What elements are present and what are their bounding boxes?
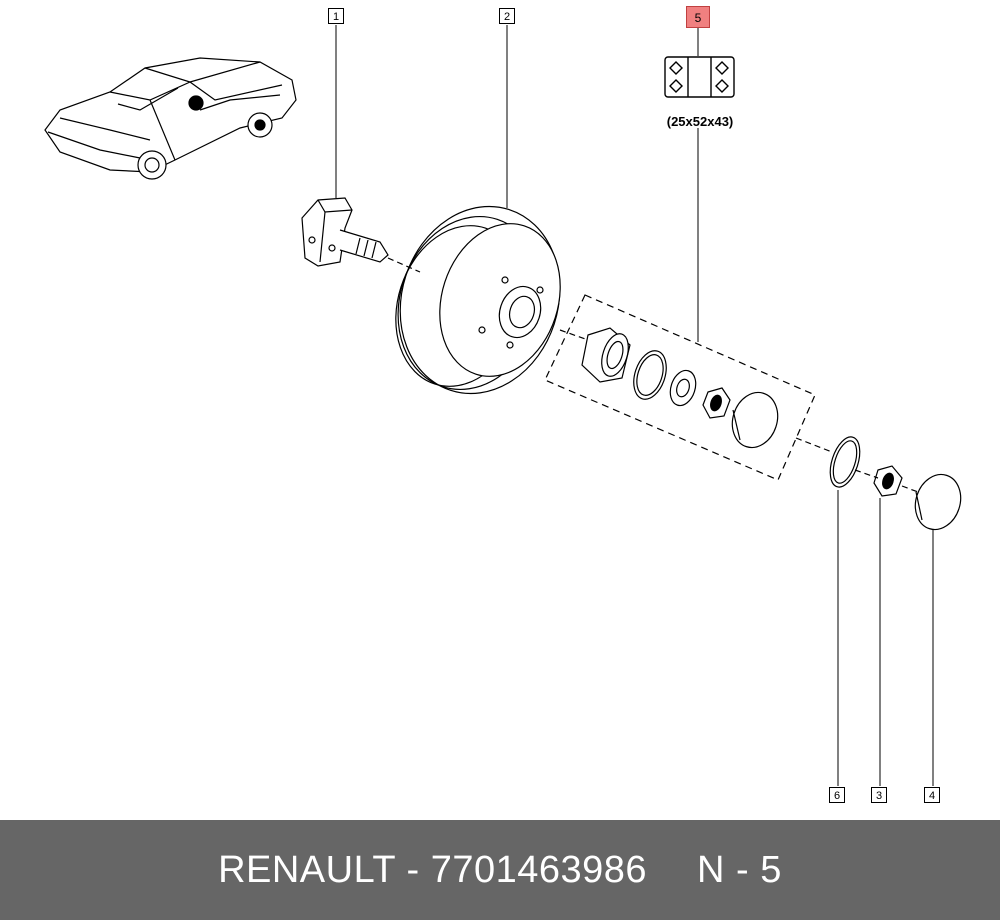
callout-1[interactable]: 1 (328, 8, 344, 24)
leader-lines (335, 25, 934, 786)
bearing-kit-outline (544, 294, 816, 481)
hub-cap-part (731, 391, 779, 449)
assembly-axis (387, 257, 919, 493)
cap-4-part (914, 473, 962, 531)
wheel-bearing-part (581, 327, 631, 383)
car-illustration (44, 57, 297, 180)
callout-4[interactable]: 4 (924, 787, 940, 803)
parts-diagram (44, 25, 962, 786)
stub-axle-part (301, 197, 389, 267)
circlip-6-part (829, 436, 861, 488)
hub-nut-part (702, 387, 731, 419)
diagram-reference: N - 5 (697, 848, 782, 891)
brake-drum-part (395, 205, 561, 395)
callout-6[interactable]: 6 (829, 787, 845, 803)
bearing-symbol-icon (664, 56, 735, 98)
nut-3-part (873, 465, 903, 497)
footer-bar: RENAULT - 7701463986 N - 5 (0, 820, 1000, 920)
callout-2[interactable]: 2 (499, 8, 515, 24)
bearing-dimension-label: (25x52x43) (666, 114, 734, 129)
callout-3[interactable]: 3 (871, 787, 887, 803)
callout-5[interactable]: 5 (686, 6, 710, 28)
washer-part (669, 369, 697, 407)
brand-part-number: RENAULT - 7701463986 (218, 848, 648, 891)
circlip-part (633, 350, 667, 400)
